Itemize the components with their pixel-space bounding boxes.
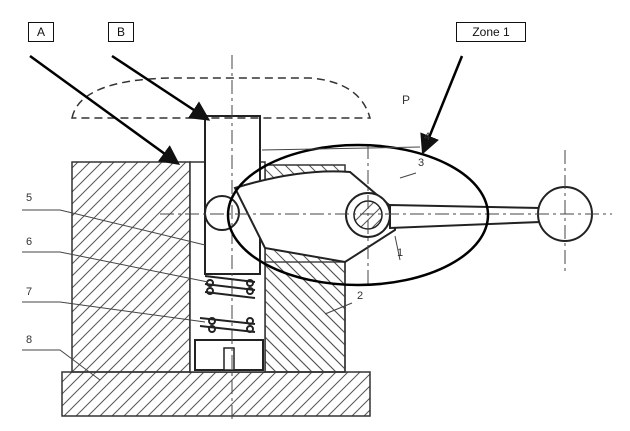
center-lines	[160, 55, 612, 420]
part-number-6: 6	[26, 236, 33, 248]
load-label: P	[402, 93, 411, 107]
callout-b: B	[108, 22, 134, 42]
part-number-3: 3	[418, 157, 425, 169]
part-number-2: 2	[357, 290, 364, 302]
lever-arm	[389, 203, 541, 230]
body-left	[71, 161, 191, 373]
part-leaders	[22, 146, 421, 381]
part-number-5: 5	[26, 192, 33, 204]
load-outline	[71, 77, 371, 119]
part-number-1: 1	[397, 247, 404, 259]
leader-b	[111, 54, 211, 121]
ball	[204, 195, 240, 231]
part-number-4: 4	[424, 131, 431, 143]
plug-slot	[223, 347, 235, 371]
callout-zone-1: Zone 1	[456, 22, 526, 42]
leader-a	[29, 54, 181, 165]
zone-1-ellipse	[226, 143, 490, 287]
callout-a: A	[28, 22, 54, 42]
base-plate	[61, 371, 371, 417]
cam	[233, 170, 396, 264]
spring-upper	[204, 275, 256, 299]
part-number-8: 8	[26, 334, 33, 346]
spring-lower	[199, 317, 256, 333]
leader-zone	[420, 55, 464, 155]
part-number-7: 7	[26, 286, 33, 298]
